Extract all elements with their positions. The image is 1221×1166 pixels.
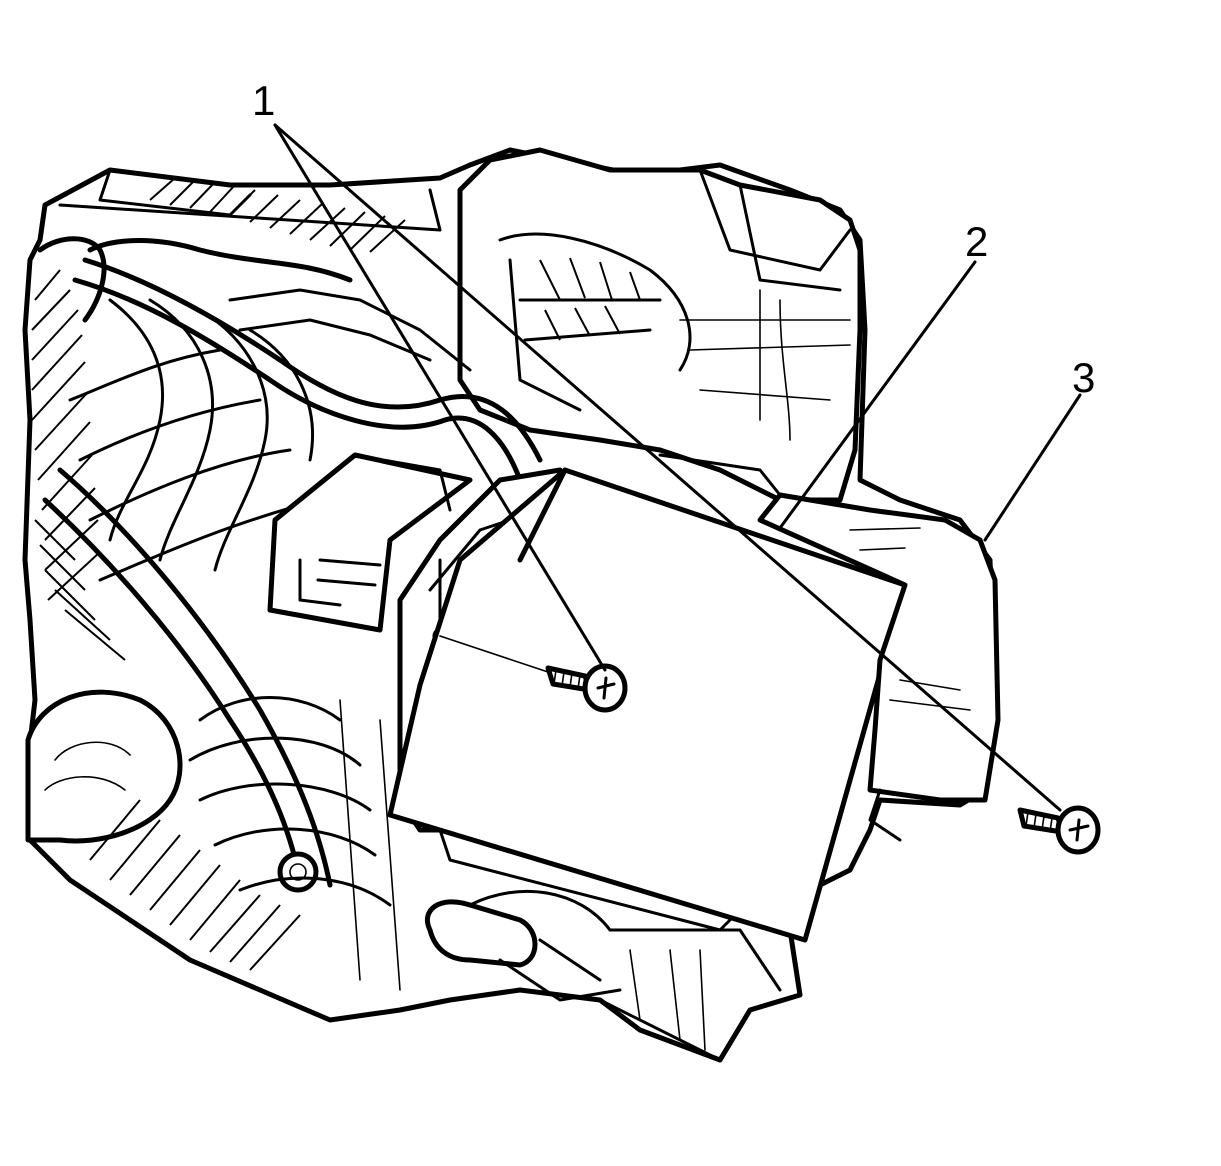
- leader-2: [778, 260, 977, 530]
- callout-label-2: 2: [965, 218, 988, 265]
- callout-label-1: 1: [252, 77, 275, 124]
- screw-left: [439, 635, 628, 713]
- leader-3: [983, 393, 1082, 542]
- hvac-control-module: [387, 467, 908, 943]
- callout-leaders: [273, 123, 1082, 812]
- module-mounting-panel: [658, 453, 1001, 842]
- leader-1b: [273, 123, 1062, 812]
- wire-harness: [37, 236, 543, 483]
- electrical-connector: [267, 452, 473, 633]
- leader-1a: [273, 123, 607, 672]
- callout-label-3: 3: [1072, 354, 1095, 401]
- blower-motor-housing: [457, 147, 863, 503]
- screw-right: [1017, 805, 1101, 855]
